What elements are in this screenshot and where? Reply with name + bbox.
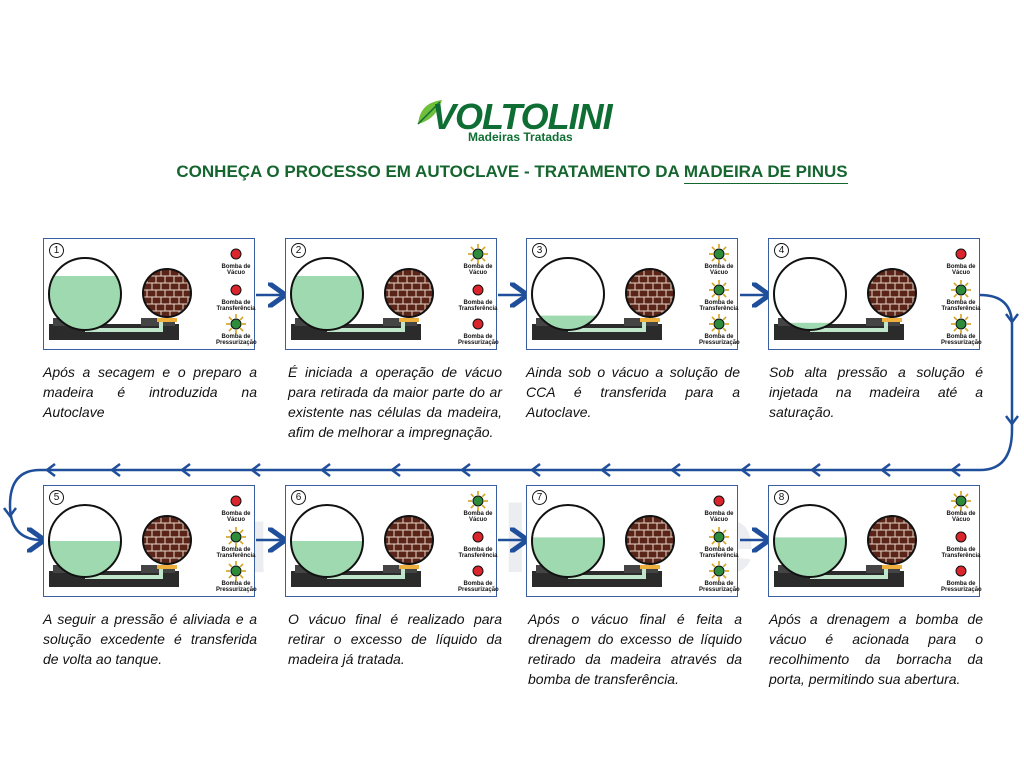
step-number: 2 <box>291 243 306 258</box>
step-description-4: Sob alta pressão a solução é injetada na… <box>769 364 983 420</box>
autoclave-illustration <box>43 485 255 597</box>
step-description-2: É iniciada a operação de vácuo para reti… <box>288 364 502 440</box>
step-number: 6 <box>291 490 306 505</box>
step-description-7: Após o vácuo final é feita a drenagem do… <box>528 611 742 687</box>
autoclave-illustration <box>526 485 738 597</box>
flow-arrow-4-down <box>8 293 1014 540</box>
brand-logo: VOLTOLINI Madeiras Tratadas <box>410 96 620 148</box>
leaf-icon <box>417 100 442 125</box>
return-chevrons <box>3 313 1019 519</box>
step-number: 3 <box>532 243 547 258</box>
autoclave-illustration <box>768 485 980 597</box>
autoclave-illustration <box>43 238 255 350</box>
brand-name: VOLTOLINI <box>432 96 613 137</box>
step-description-5: A seguir a pressão é aliviada e a soluçã… <box>43 611 257 667</box>
step-description-3: Ainda sob o vácuo a solução de CCA é tra… <box>526 364 740 420</box>
autoclave-illustration <box>768 238 980 350</box>
step-description-1: Após a secagem e o preparo a madeira é i… <box>43 364 257 420</box>
step-description-6: O vácuo final é realizado para retirar o… <box>288 611 502 667</box>
step-number: 4 <box>774 243 789 258</box>
step-number: 5 <box>49 490 64 505</box>
title-text: CONHEÇA O PROCESSO EM AUTOCLAVE - TRATAM… <box>176 162 684 181</box>
autoclave-illustration <box>285 485 497 597</box>
page-title: CONHEÇA O PROCESSO EM AUTOCLAVE - TRATAM… <box>0 162 1024 184</box>
autoclave-illustration <box>526 238 738 350</box>
step-number: 1 <box>49 243 64 258</box>
brand-subtitle: Madeiras Tratadas <box>468 130 573 144</box>
title-highlight: MADEIRA DE PINUS <box>683 162 848 184</box>
autoclave-illustration <box>285 238 497 350</box>
step-description-8: Após a drenagem a bomba de vácuo é acion… <box>769 611 983 687</box>
step-number: 8 <box>774 490 789 505</box>
step-number: 7 <box>532 490 547 505</box>
